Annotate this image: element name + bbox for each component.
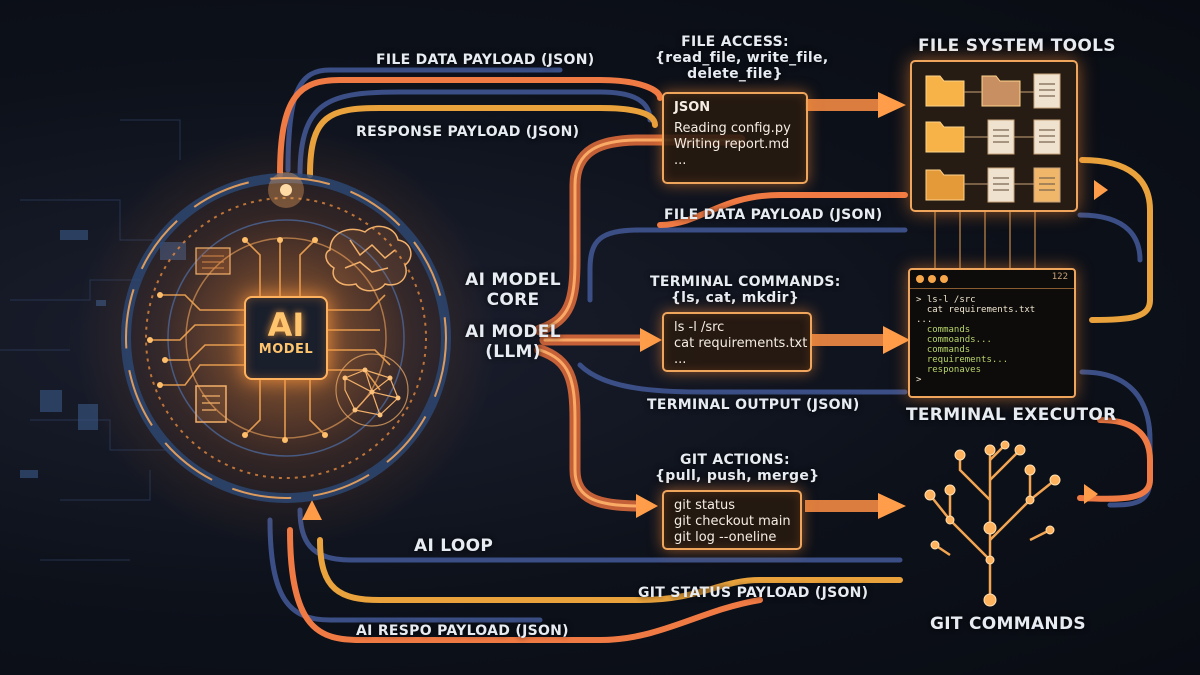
terminal-commands-line: ls -l /src [674,320,725,335]
git-actions-line: git status [674,498,736,513]
folder-icon [925,75,1021,201]
terminal-commands-line: cat requirements.txt [674,336,808,351]
terminal-output-text: > ls-l /src cat requirements.txt ... com… [916,295,1036,385]
document-file-icon [987,73,1061,203]
document-icon [195,385,227,423]
file-access-title: FILE ACCESS: {read_file, write_file, del… [655,34,829,82]
terminal-executor-window: 122 > ls-l /src cat requirements.txt ...… [908,268,1076,398]
ai-chip-subtitle: MODEL [258,342,314,357]
file-folder-icons [925,73,1061,203]
label-response-payload: RESPONSE PAYLOAD (JSON) [356,124,580,140]
git-actions-line: git log --oneline [674,530,777,545]
brain-icon [325,225,412,292]
file-access-line: Writing report.md [674,137,790,152]
window-dot-icon [916,275,924,283]
label-terminal-output: TERMINAL OUTPUT (JSON) [647,397,860,413]
file-system-tools-panel [910,60,1078,212]
terminal-counter: 122 [1051,272,1068,282]
label-ai-model-core: AI MODEL CORE [465,270,561,310]
window-dot-icon [928,275,936,283]
window-dot-icon [940,275,948,283]
label-ai-model-llm: AI MODEL (LLM) [465,322,561,362]
blue-return-paths [267,67,1153,623]
label-ai-loop: AI LOOP [414,536,494,556]
grid-chip-icon [195,247,231,275]
file-access-box: JSON Reading config.py Writing report.md… [662,92,808,184]
terminal-commands-line: ... [674,352,687,367]
terminal-commands-box: ls -l /src cat requirements.txt ... [662,312,812,372]
tool-arrows [805,99,885,512]
label-file-data-payload-top: FILE DATA PAYLOAD (JSON) [376,52,595,68]
ai-chip-title: AI [267,306,305,344]
git-actions-line: git checkout main [674,514,791,529]
ai-model-chip: AI MODEL [244,296,328,380]
file-access-line: JSON [674,100,711,115]
file-access-line: Reading config.py [674,121,791,136]
git-actions-title: GIT ACTIONS: {pull, push, merge} [655,452,820,484]
label-ai-respo-payload: AI RESPO PAYLOAD (JSON) [356,623,569,639]
terminal-commands-title: TERMINAL COMMANDS: {ls, cat, mkdir} [650,274,841,306]
git-actions-box: git status git checkout main git log --o… [662,490,802,550]
file-system-tools-title: FILE SYSTEM TOOLS [918,36,1116,56]
terminal-executor-title: TERMINAL EXECUTOR [906,405,1117,425]
label-git-status-payload: GIT STATUS PAYLOAD (JSON) [638,585,869,601]
file-access-line: ... [674,153,687,168]
git-commands-title: GIT COMMANDS [930,614,1086,634]
label-file-data-payload-mid: FILE DATA PAYLOAD (JSON) [664,207,883,223]
